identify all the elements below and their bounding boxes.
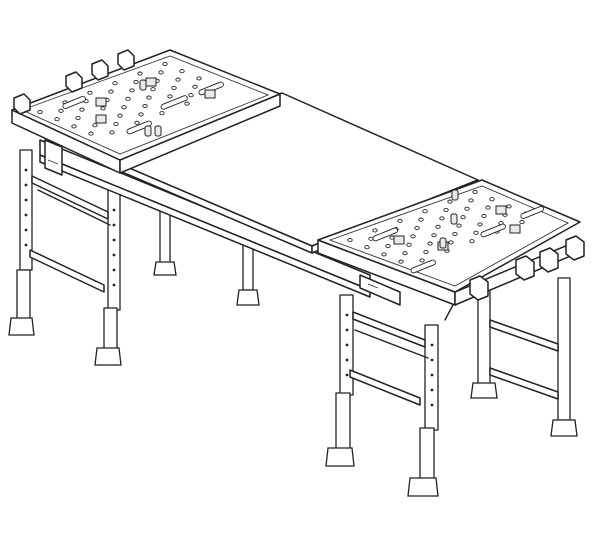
dog-hole <box>79 107 85 112</box>
right-leg-holes <box>345 313 349 377</box>
dog-hole <box>87 90 93 95</box>
front-left-leg-outer <box>8 149 35 336</box>
inner-leg-holes <box>112 208 116 287</box>
dog-hole <box>468 198 474 203</box>
dog-hole <box>162 61 168 67</box>
left-leg-assembly <box>8 149 260 366</box>
right-top-clamps <box>393 189 521 251</box>
dog-hole <box>398 259 404 264</box>
dog-hole <box>138 112 144 117</box>
left-cross-braces <box>29 175 111 293</box>
dog-hole <box>179 69 185 74</box>
front-side-rail <box>39 139 401 306</box>
dog-hole <box>113 121 119 127</box>
dog-hole <box>75 115 81 121</box>
dog-hole <box>419 258 425 263</box>
dog-hole <box>447 199 453 204</box>
dog-hole <box>108 89 114 94</box>
dog-hole <box>452 231 458 237</box>
dog-hole <box>439 216 445 221</box>
left-leg-holes <box>24 168 28 247</box>
dog-hole <box>100 106 106 111</box>
dog-hole <box>196 76 202 81</box>
right-side-pockets <box>469 235 585 301</box>
dog-hole <box>443 207 449 213</box>
dog-hole <box>159 111 165 116</box>
dog-hole <box>175 77 181 82</box>
right-inner-leg-holes <box>430 343 434 407</box>
dog-hole <box>464 206 470 211</box>
dog-hole <box>121 105 127 110</box>
left-top-clamps <box>95 77 216 137</box>
dog-hole <box>146 95 152 100</box>
dog-hole <box>431 233 437 238</box>
dog-hole <box>158 70 164 75</box>
dog-hole <box>489 197 495 202</box>
dog-hole <box>402 251 408 256</box>
dog-hole <box>188 93 194 98</box>
dog-hole <box>142 103 148 109</box>
dog-hole <box>71 124 77 129</box>
dog-hole <box>414 225 420 231</box>
dog-hole <box>372 228 378 233</box>
dog-hole <box>134 120 140 125</box>
dog-hole <box>58 108 64 113</box>
dog-hole <box>435 224 441 229</box>
dog-hole <box>129 88 135 93</box>
dog-hole <box>519 219 525 225</box>
dog-hole <box>477 222 483 227</box>
dog-hole <box>485 205 491 210</box>
front-right-leg-outer <box>325 294 355 467</box>
dog-hole <box>109 130 115 135</box>
dog-hole <box>406 242 412 247</box>
dog-hole <box>92 123 98 128</box>
left-side-pockets <box>13 49 135 115</box>
front-right-leg-inner <box>407 324 439 497</box>
dog-hole <box>167 94 173 99</box>
dog-hole <box>347 237 353 243</box>
dog-hole <box>192 84 198 89</box>
right-top-slots <box>372 205 544 274</box>
dog-hole <box>171 85 177 91</box>
dog-hole <box>364 245 370 250</box>
dog-hole <box>385 243 391 249</box>
right-leg-assembly <box>325 277 578 497</box>
left-perforated-top <box>11 49 281 174</box>
dog-hole <box>473 230 479 235</box>
dog-hole <box>472 189 478 195</box>
dog-hole <box>37 109 43 115</box>
dog-hole <box>410 234 416 239</box>
dog-hole <box>137 71 143 76</box>
dog-hole <box>381 252 387 257</box>
dog-hole <box>125 96 131 101</box>
dog-hole <box>184 101 190 106</box>
dog-hole <box>112 81 118 86</box>
dog-hole <box>427 241 433 246</box>
dog-hole <box>506 204 512 209</box>
right-cross-braces <box>349 311 429 406</box>
dog-hole <box>448 240 454 245</box>
dog-hole <box>481 213 487 219</box>
dog-hole <box>54 117 60 122</box>
dog-hole <box>150 87 156 92</box>
dog-hole <box>133 79 139 85</box>
dog-hole <box>418 217 424 222</box>
dog-hole <box>117 113 123 118</box>
dog-hole <box>469 239 475 244</box>
dog-hole <box>460 215 466 220</box>
dog-hole <box>423 249 429 255</box>
dog-hole <box>397 218 403 223</box>
right-perforated-top <box>317 179 585 306</box>
dog-hole <box>88 131 94 136</box>
dog-hole <box>422 209 428 214</box>
dog-hole <box>456 223 462 228</box>
rear-right-legs <box>444 277 578 437</box>
